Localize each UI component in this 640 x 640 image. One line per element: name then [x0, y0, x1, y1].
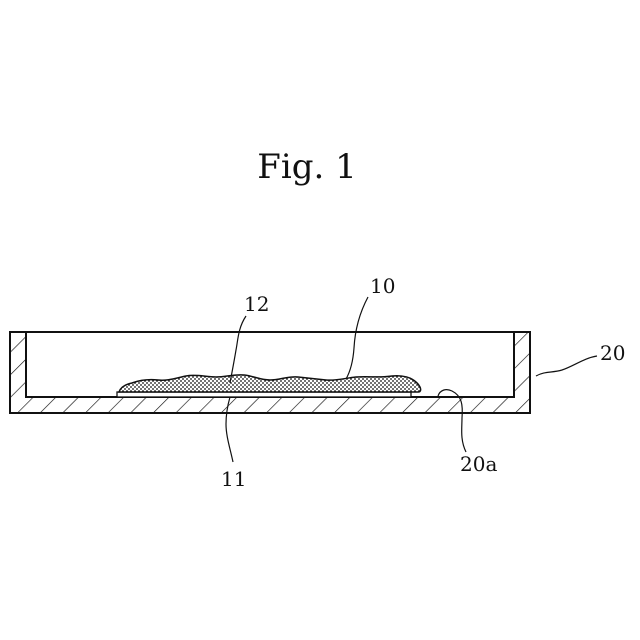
- leader-line-12: [230, 316, 246, 383]
- label-20a: 20a: [460, 452, 497, 476]
- label-10: 10: [370, 274, 395, 298]
- leader-line-20: [536, 356, 597, 376]
- material-layer-10: [119, 375, 421, 392]
- label-12: 12: [244, 292, 269, 316]
- container-20: [10, 332, 530, 413]
- label-20: 20: [600, 341, 625, 365]
- figure-title: Fig. 1: [257, 147, 356, 187]
- leader-line-10: [346, 297, 368, 379]
- container-wall-hatch: [10, 332, 530, 413]
- label-11: 11: [221, 467, 246, 491]
